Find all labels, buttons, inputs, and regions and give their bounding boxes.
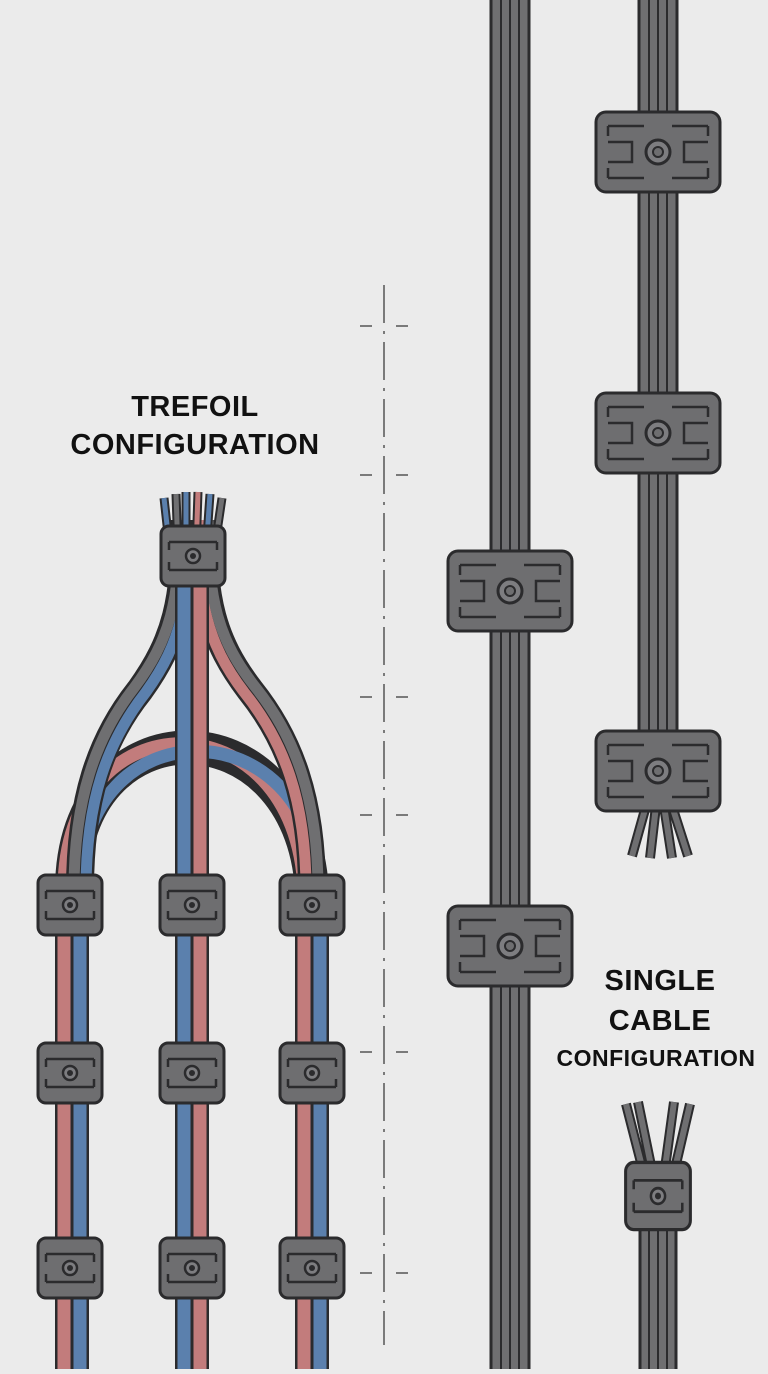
dimension-line [360,285,408,1345]
single-cable-title-line2: CABLE [608,1005,712,1037]
trefoil-title-line1: TREFOIL [131,391,259,423]
trefoil-title-line2: CONFIGURATION [70,429,320,461]
lower-right-single-cable [621,1100,695,1374]
single-cable-title-line1: SINGLE [604,965,716,997]
single-cable-title-line3: CONFIGURATION [556,1045,756,1071]
lower-right-clamp [623,1160,693,1232]
tall-single-cable [489,0,531,1374]
